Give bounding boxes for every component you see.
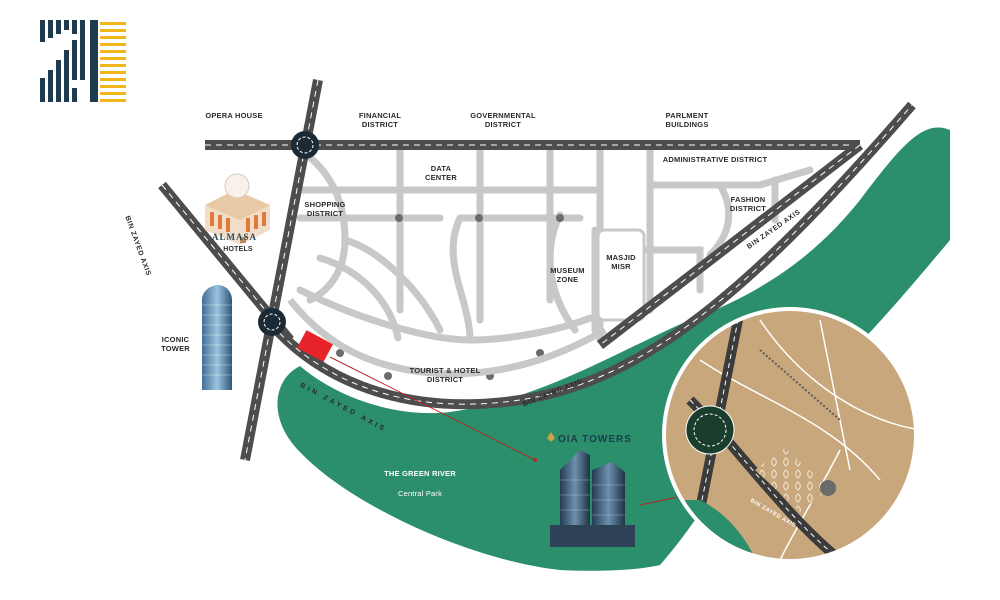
inset-zoom-map (662, 307, 918, 563)
roundabout-icon (258, 308, 286, 336)
junction-dots (336, 214, 564, 380)
green-river-park (277, 127, 950, 571)
almasa-building-icon (205, 173, 270, 245)
logo-digit-2 (40, 20, 85, 102)
oia-towers-icon (547, 432, 635, 547)
label-governmental-district: GOVERNMENTAL DISTRICT (470, 111, 536, 129)
label-parlment-buildings: PARLMENT BUILDINGS (665, 111, 709, 129)
iconic-tower-icon (202, 285, 232, 390)
oia-brand: OIA TOWERS (558, 434, 632, 445)
logo-21 (40, 20, 126, 102)
label-tourist-hotel-district: TOURIST & HOTEL DISTRICT (409, 366, 481, 384)
label-shopping-district: SHOPPING DISTRICT (304, 200, 346, 218)
pointer-line-oia (329, 356, 536, 461)
masjid-misr-block (596, 228, 646, 322)
label-data-center: DATA CENTER (424, 164, 458, 182)
label-museum-zone: MUSEUM ZONE (550, 266, 585, 284)
almasa-sub: HOTELS (223, 246, 253, 253)
label-masjid-misr: MASJID MISR (606, 253, 636, 271)
label-administrative-district: ADMINISTRATIVE DISTRICT (662, 155, 768, 164)
label-central-park: Central Park (397, 489, 443, 498)
logo-digit-1 (90, 20, 126, 102)
label-financial-district: FINANCIAL DISTRICT (358, 111, 402, 129)
label-green-river: THE GREEN RIVER (384, 469, 456, 478)
roundabout-icon (291, 131, 319, 159)
almasa-brand: ALMASA (212, 232, 258, 242)
label-iconic-tower: ICONIC TOWER (161, 335, 190, 353)
project-plot-marker[interactable] (297, 330, 333, 362)
label-opera-house: OPERA HOUSE (205, 111, 263, 120)
label-fashion-district: FASHION DISTRICT (729, 195, 767, 213)
plot-pattern-icon (755, 448, 830, 512)
